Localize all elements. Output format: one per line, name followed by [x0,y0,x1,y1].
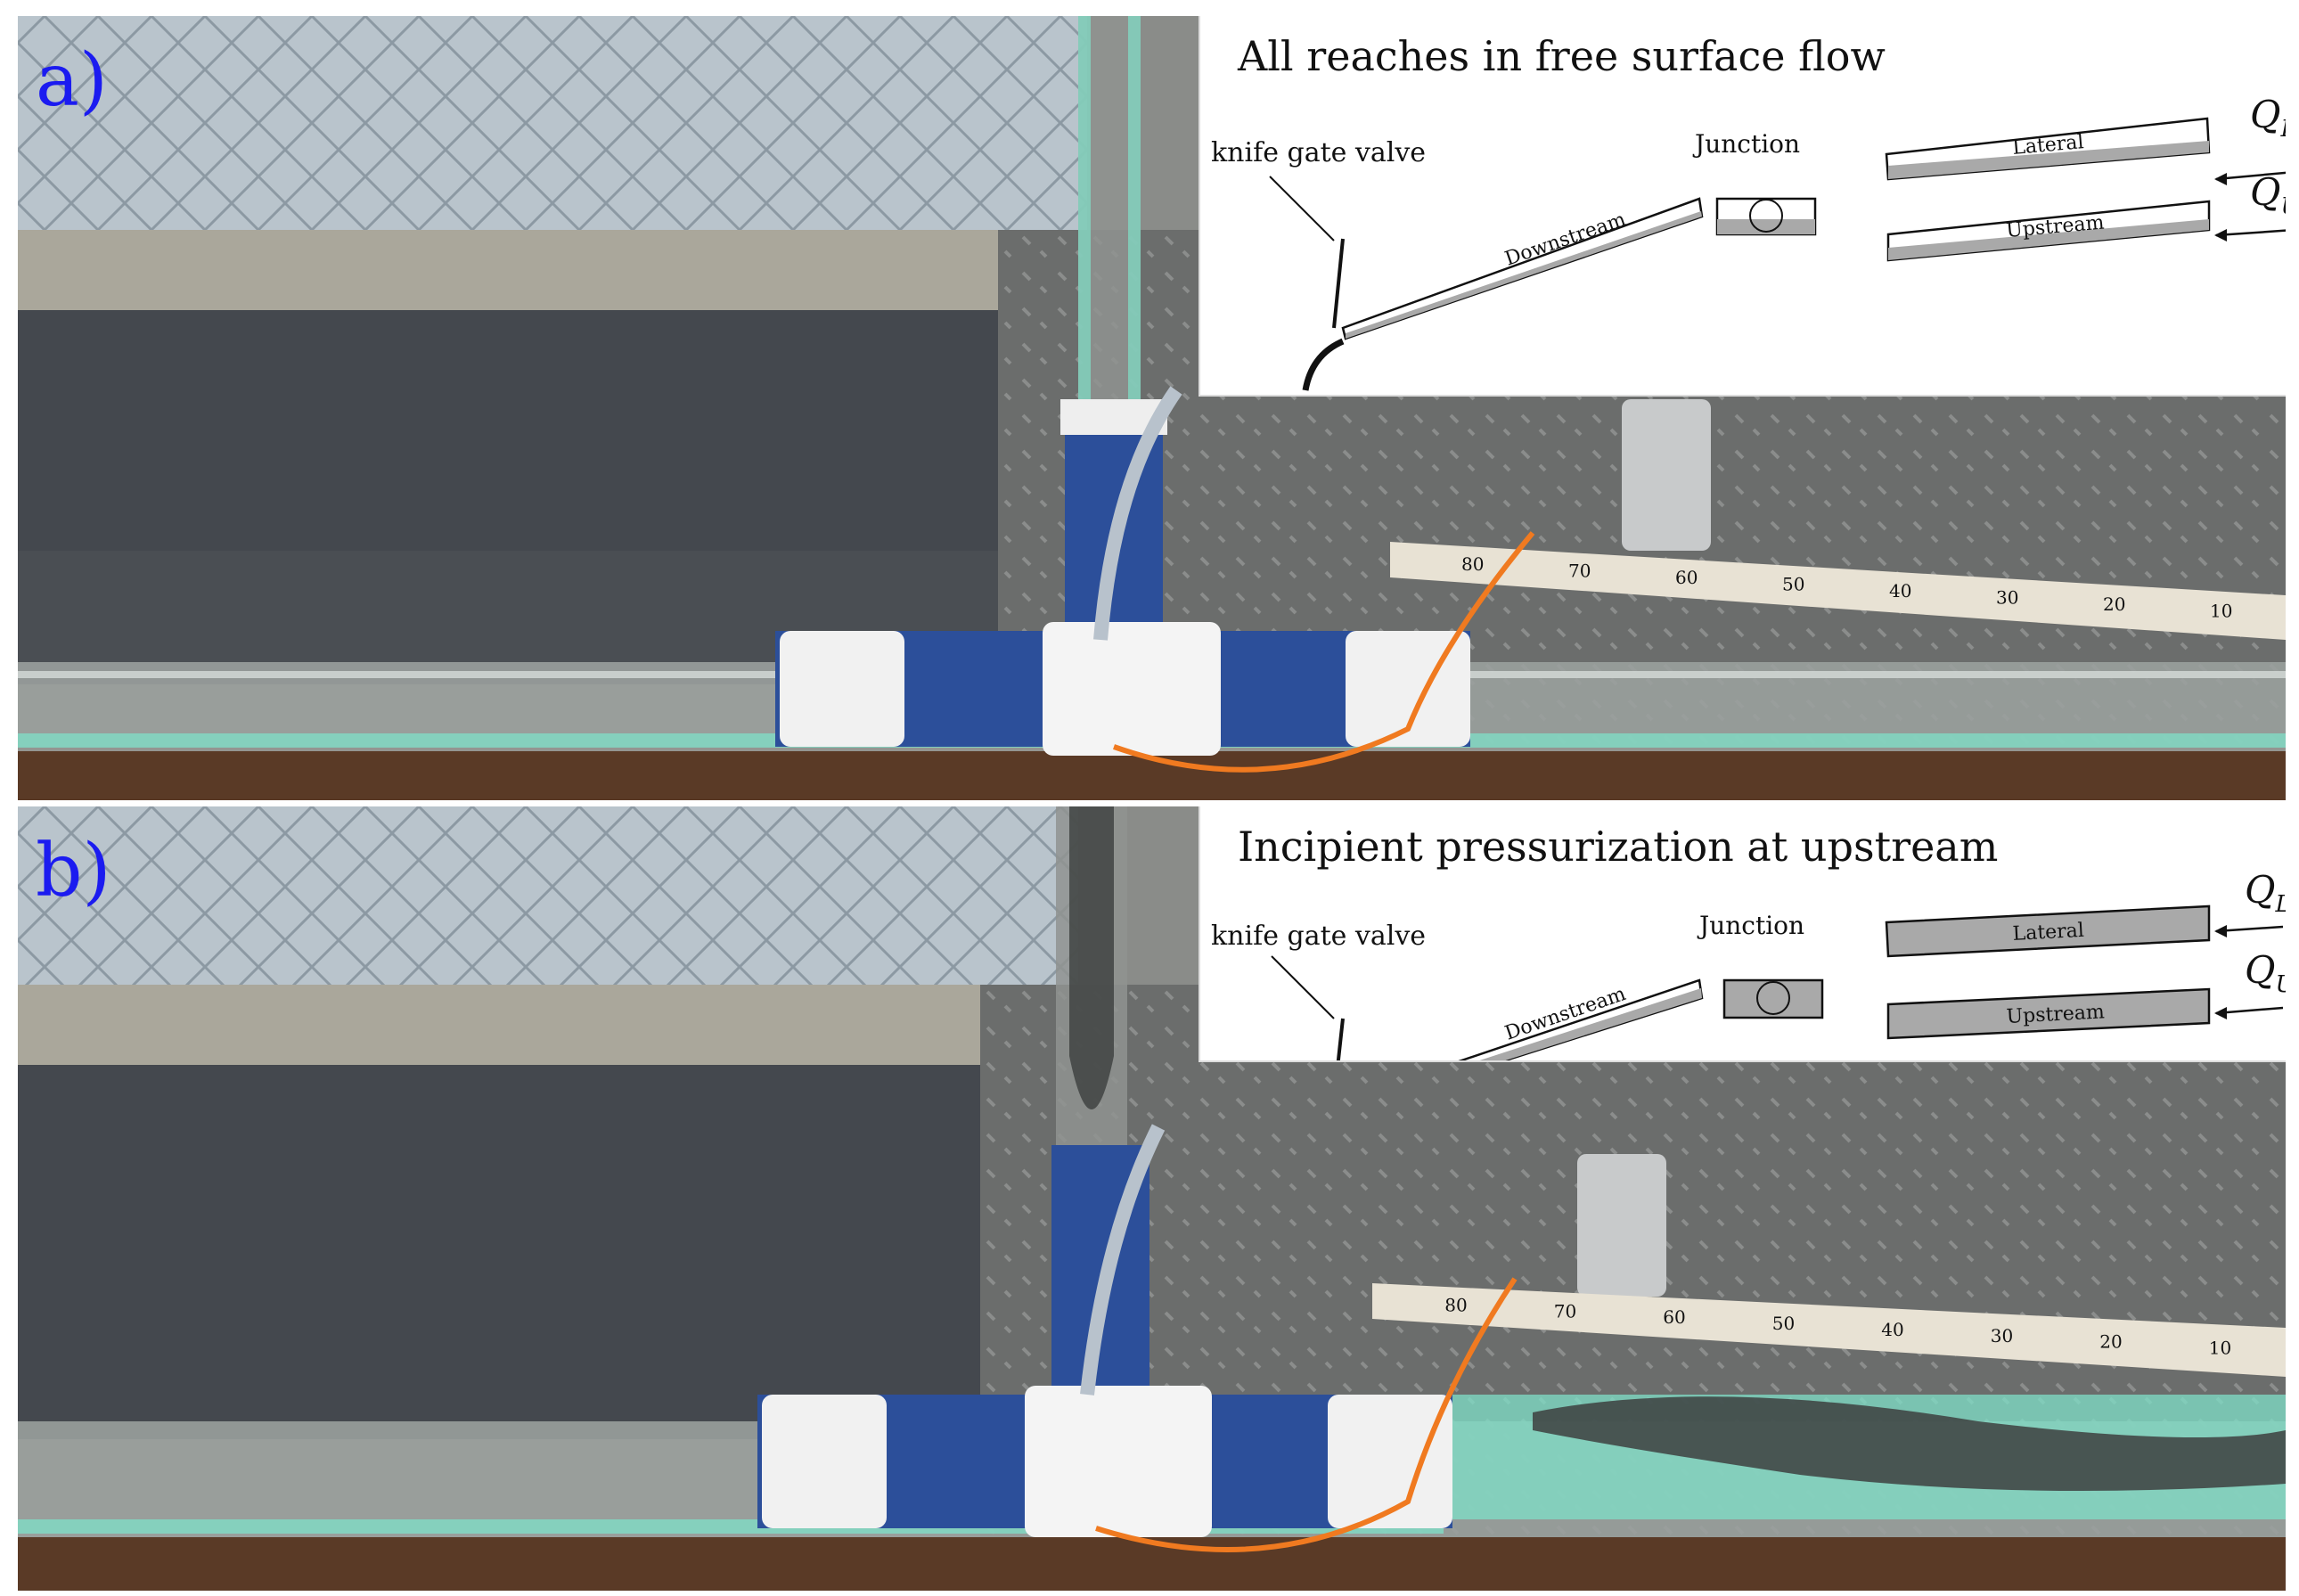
label-qu-a: QU [2250,170,2286,220]
floor-tiles [18,16,1087,230]
label-lateral-b: Lateral [2012,920,2084,945]
reach-downstream-a: Downstream [1302,197,1704,391]
scale-tick-label: 50 [1782,573,1804,594]
coupling-left [780,631,904,747]
scale-tick-label: 20 [2099,1331,2122,1353]
scale-tick-label: 20 [2103,593,2125,615]
label-junction-a: Junction [1692,129,1800,159]
measuring-scale [1372,1283,2286,1377]
scale-tick-label: 50 [1772,1313,1795,1334]
leader-valve-a [1269,176,1335,241]
measuring-scale [1390,542,2286,640]
support-post [1622,399,1711,551]
panel-letter-b: b) [36,829,111,913]
scale-tick-label: 60 [1675,567,1698,588]
panel-b: 80 70 60 50 40 30 20 10 b) Incipient pressuriza… [18,806,2286,1591]
scale-tick-label: 40 [1881,1319,1903,1340]
leader-valve-b [1271,955,1335,1019]
valve-a [1332,238,1345,329]
panel-letter-a: a) [36,38,108,123]
coupling-left [762,1395,887,1528]
scale-tick-label: 60 [1663,1306,1685,1328]
schematic-a: knife gate valve Downstream Junction [1211,93,2286,391]
tee-body [1025,1386,1212,1537]
concrete-ledge [18,985,1007,1065]
scale-tick-label: 70 [1568,560,1591,581]
junction-a [1715,197,1817,236]
inset-b: Incipient pressurization at upstream kni… [1199,806,2286,1062]
inset-a: All reaches in free surface flow knife g… [1199,16,2286,397]
reach-lateral-a: Lateral [1885,117,2211,181]
arrow-qu-b [2215,1006,2284,1015]
label-valve-a: knife gate valve [1211,137,1426,168]
scale-tick-label: 30 [1996,586,2018,608]
arrow-ql-a [2215,171,2286,181]
floor-tiles [18,806,1078,985]
scale-tick-label: 40 [1889,580,1911,602]
concrete-ledge [18,230,1034,310]
inset-title-b: Incipient pressurization at upstream [1238,823,1999,871]
inset-title-a: All reaches in free surface flow [1238,32,1886,80]
support-post [1577,1154,1666,1297]
schematic-b: knife gate valve Downstream Junction Lat… [1211,868,2286,1060]
reach-lateral-b: Lateral [1885,904,2211,958]
label-junction-b: Junction [1697,911,1804,940]
orange-cable [1095,1277,1518,1552]
coupling-right [1328,1395,1452,1528]
hose [1080,1124,1166,1395]
junction-b [1722,978,1824,1019]
reach-upstream-b: Upstream [1886,987,2211,1040]
valve-b [1336,1018,1345,1060]
scale-tick-label: 30 [1991,1325,2013,1346]
label-ql-b: QL [2245,868,2286,918]
label-valve-b: knife gate valve [1211,921,1426,952]
orange-cable [1113,531,1535,773]
scale-tick-label: 80 [1461,553,1484,575]
panel-a: 80 70 60 50 40 30 20 10 a) All reaches in free … [18,16,2286,800]
reach-upstream-a: Upstream [1886,200,2211,262]
hose [1093,386,1182,641]
label-ql-a: QL [2250,93,2286,143]
label-upstream-b: Upstream [2006,1001,2106,1028]
scale-tick-label: 70 [1554,1300,1576,1322]
scale-tick-label: 10 [2209,1338,2231,1359]
dark-tank [18,1065,980,1439]
label-qu-b: QU [2245,948,2286,998]
wood-base [18,1537,2286,1591]
scale-tick-label: 80 [1444,1294,1467,1315]
tee-body [1043,622,1221,756]
reach-downstream-b: Downstream [1458,978,1704,1060]
arrow-ql-b [2215,925,2284,933]
arrow-qu-a [2215,229,2286,237]
scale-tick-label: 10 [2210,600,2232,621]
